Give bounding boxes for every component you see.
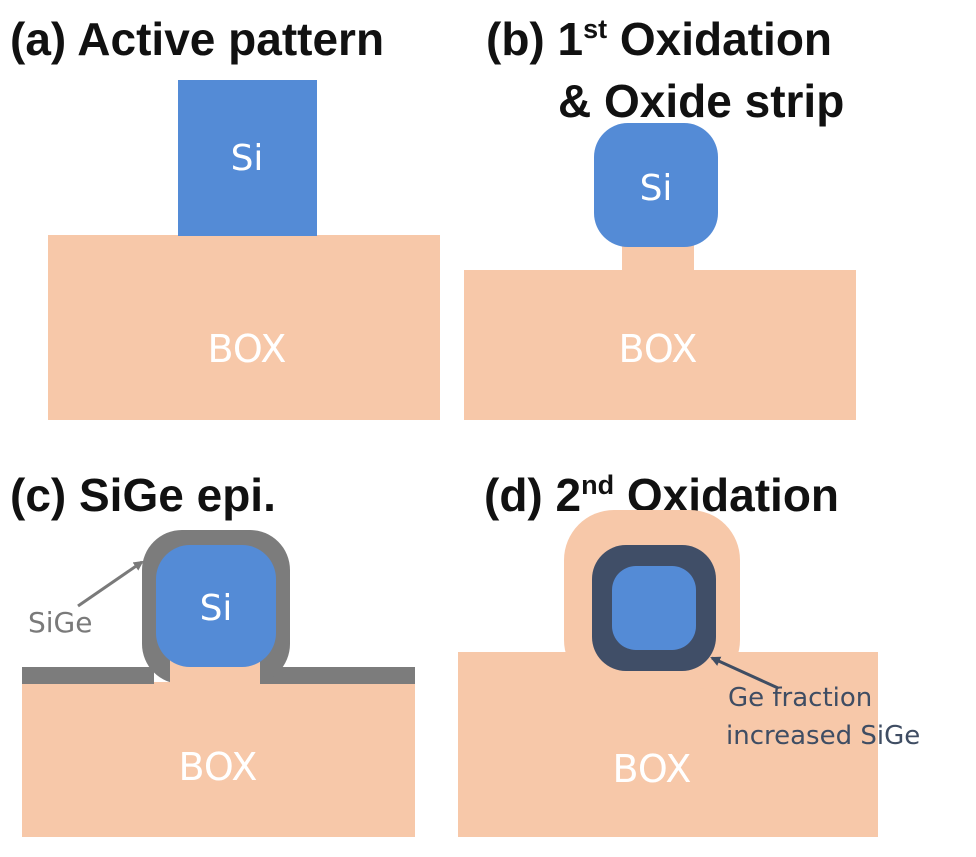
panel-b-box-layer (464, 270, 856, 420)
panel-c: (c) SiGe epi. Si BOX SiGe (10, 469, 415, 837)
panel-b-title-prefix: (b) 1 (486, 13, 583, 65)
panel-a-box-label: BOX (208, 327, 287, 371)
panel-a: (a) Active pattern Si BOX (10, 13, 440, 420)
panel-a-title: (a) Active pattern (10, 13, 384, 65)
panel-d-title: (d) 2nd Oxidation (484, 469, 839, 521)
panel-b-title-sup: st (583, 14, 607, 44)
panel-c-sige-annotation: SiGe (28, 606, 92, 639)
panel-a-si-block (178, 80, 317, 236)
panel-d-box-label: BOX (613, 747, 692, 791)
panel-d-ge-annotation-line2: increased SiGe (726, 721, 920, 751)
panel-c-sige-flat-right (258, 667, 415, 684)
panel-a-si-label: Si (231, 138, 264, 179)
panel-d-ge-arrow (710, 656, 779, 690)
panel-d-si-core (612, 566, 696, 650)
panel-c-sige-arrow (77, 560, 144, 608)
panel-b-box-label: BOX (619, 327, 698, 371)
panel-d-title-sup: nd (581, 470, 614, 500)
panel-c-si-rounded (156, 545, 276, 667)
panel-b: (b) 1st Oxidation & Oxide strip Si BOX (464, 13, 856, 420)
panel-b-si-label: Si (640, 168, 673, 209)
panel-b-title: (b) 1st Oxidation (486, 13, 832, 65)
panel-c-box-label: BOX (179, 745, 258, 789)
panel-d-ge-annotation-line1: Ge fraction (728, 683, 872, 713)
panel-c-title: (c) SiGe epi. (10, 469, 276, 521)
panel-b-si-rounded (594, 123, 718, 247)
panel-c-sige-flat-left (22, 667, 154, 684)
panel-b-title-line2: & Oxide strip (558, 75, 844, 127)
panel-c-si-label: Si (200, 588, 233, 629)
panel-c-box-layer (22, 682, 415, 837)
panel-b-title-suffix: Oxidation (607, 13, 832, 65)
panel-d-title-prefix: (d) 2 (484, 469, 581, 521)
panel-a-box-layer (48, 235, 440, 420)
panel-d: (d) 2nd Oxidation BOX Ge fraction increa… (458, 469, 920, 837)
